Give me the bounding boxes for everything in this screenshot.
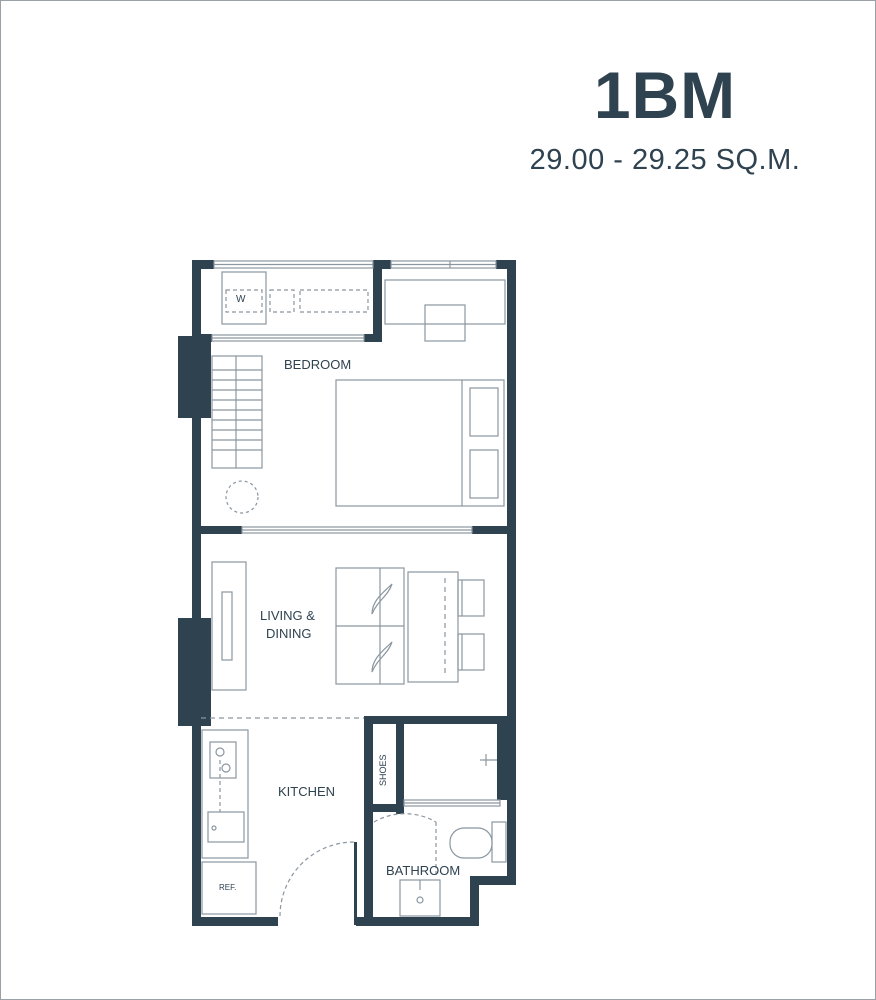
tv-cabinet [211, 561, 247, 691]
wall-bottom-left [192, 917, 278, 926]
bathroom-door-swing [373, 813, 437, 823]
wall-left [192, 260, 201, 925]
pillow-2 [469, 449, 499, 499]
label-kitchen: KITCHEN [278, 784, 335, 799]
entrance-door-swing [279, 841, 355, 917]
wall-bottom-right [356, 917, 479, 926]
door-swing-circle [225, 480, 259, 514]
dining-chair-2 [457, 633, 485, 671]
tv [221, 591, 233, 661]
washer-box [221, 271, 267, 325]
wardrobe [211, 355, 263, 469]
sink [207, 811, 245, 843]
label-bedroom: BEDROOM [284, 357, 351, 372]
wall-bedroom-partition-left [192, 526, 242, 534]
column-upper [178, 336, 211, 418]
hob [209, 741, 237, 779]
wall-right [507, 260, 516, 885]
bed [335, 379, 505, 507]
wall-shoes-right [396, 716, 404, 814]
desk-chair [424, 304, 466, 342]
label-bathroom: BATHROOM [386, 863, 460, 878]
windows [201, 260, 501, 807]
wall-bath-step [470, 876, 479, 926]
wall-top-left [192, 260, 214, 269]
walls [178, 260, 516, 926]
label-shoes: SHOES [378, 754, 388, 786]
wall-shower-right [497, 724, 507, 800]
wall-shoes-bottom [364, 804, 404, 812]
toilet-bowl [449, 827, 493, 859]
wall-bath-left [364, 716, 373, 926]
wall-bedroom-partition-right [472, 526, 516, 534]
wall-bath-top [364, 716, 516, 724]
wall-bath-lower-right [470, 876, 516, 885]
wall-balcony-bottom-right [364, 334, 382, 342]
label-living-1: LIVING & [260, 608, 315, 623]
desk [384, 279, 506, 325]
label-fridge: REF. [219, 883, 236, 892]
unit-type-title: 1BM [593, 58, 737, 132]
fridge [201, 861, 257, 915]
label-living-2: DINING [266, 626, 312, 641]
dining-table [407, 571, 459, 683]
dining-chair-1 [457, 579, 485, 617]
wall-door-jamb [354, 842, 357, 925]
wall-top-right [496, 260, 516, 269]
furniture [201, 271, 507, 917]
wall-balcony-step [373, 260, 382, 342]
unit-area-text: 29.00 - 29.25 SQ.M. [529, 144, 801, 176]
label-washer: W [236, 294, 246, 305]
kitchen-counter [201, 729, 249, 859]
column-lower [178, 618, 211, 726]
pillow-1 [469, 387, 499, 437]
toilet-tank [491, 821, 507, 863]
